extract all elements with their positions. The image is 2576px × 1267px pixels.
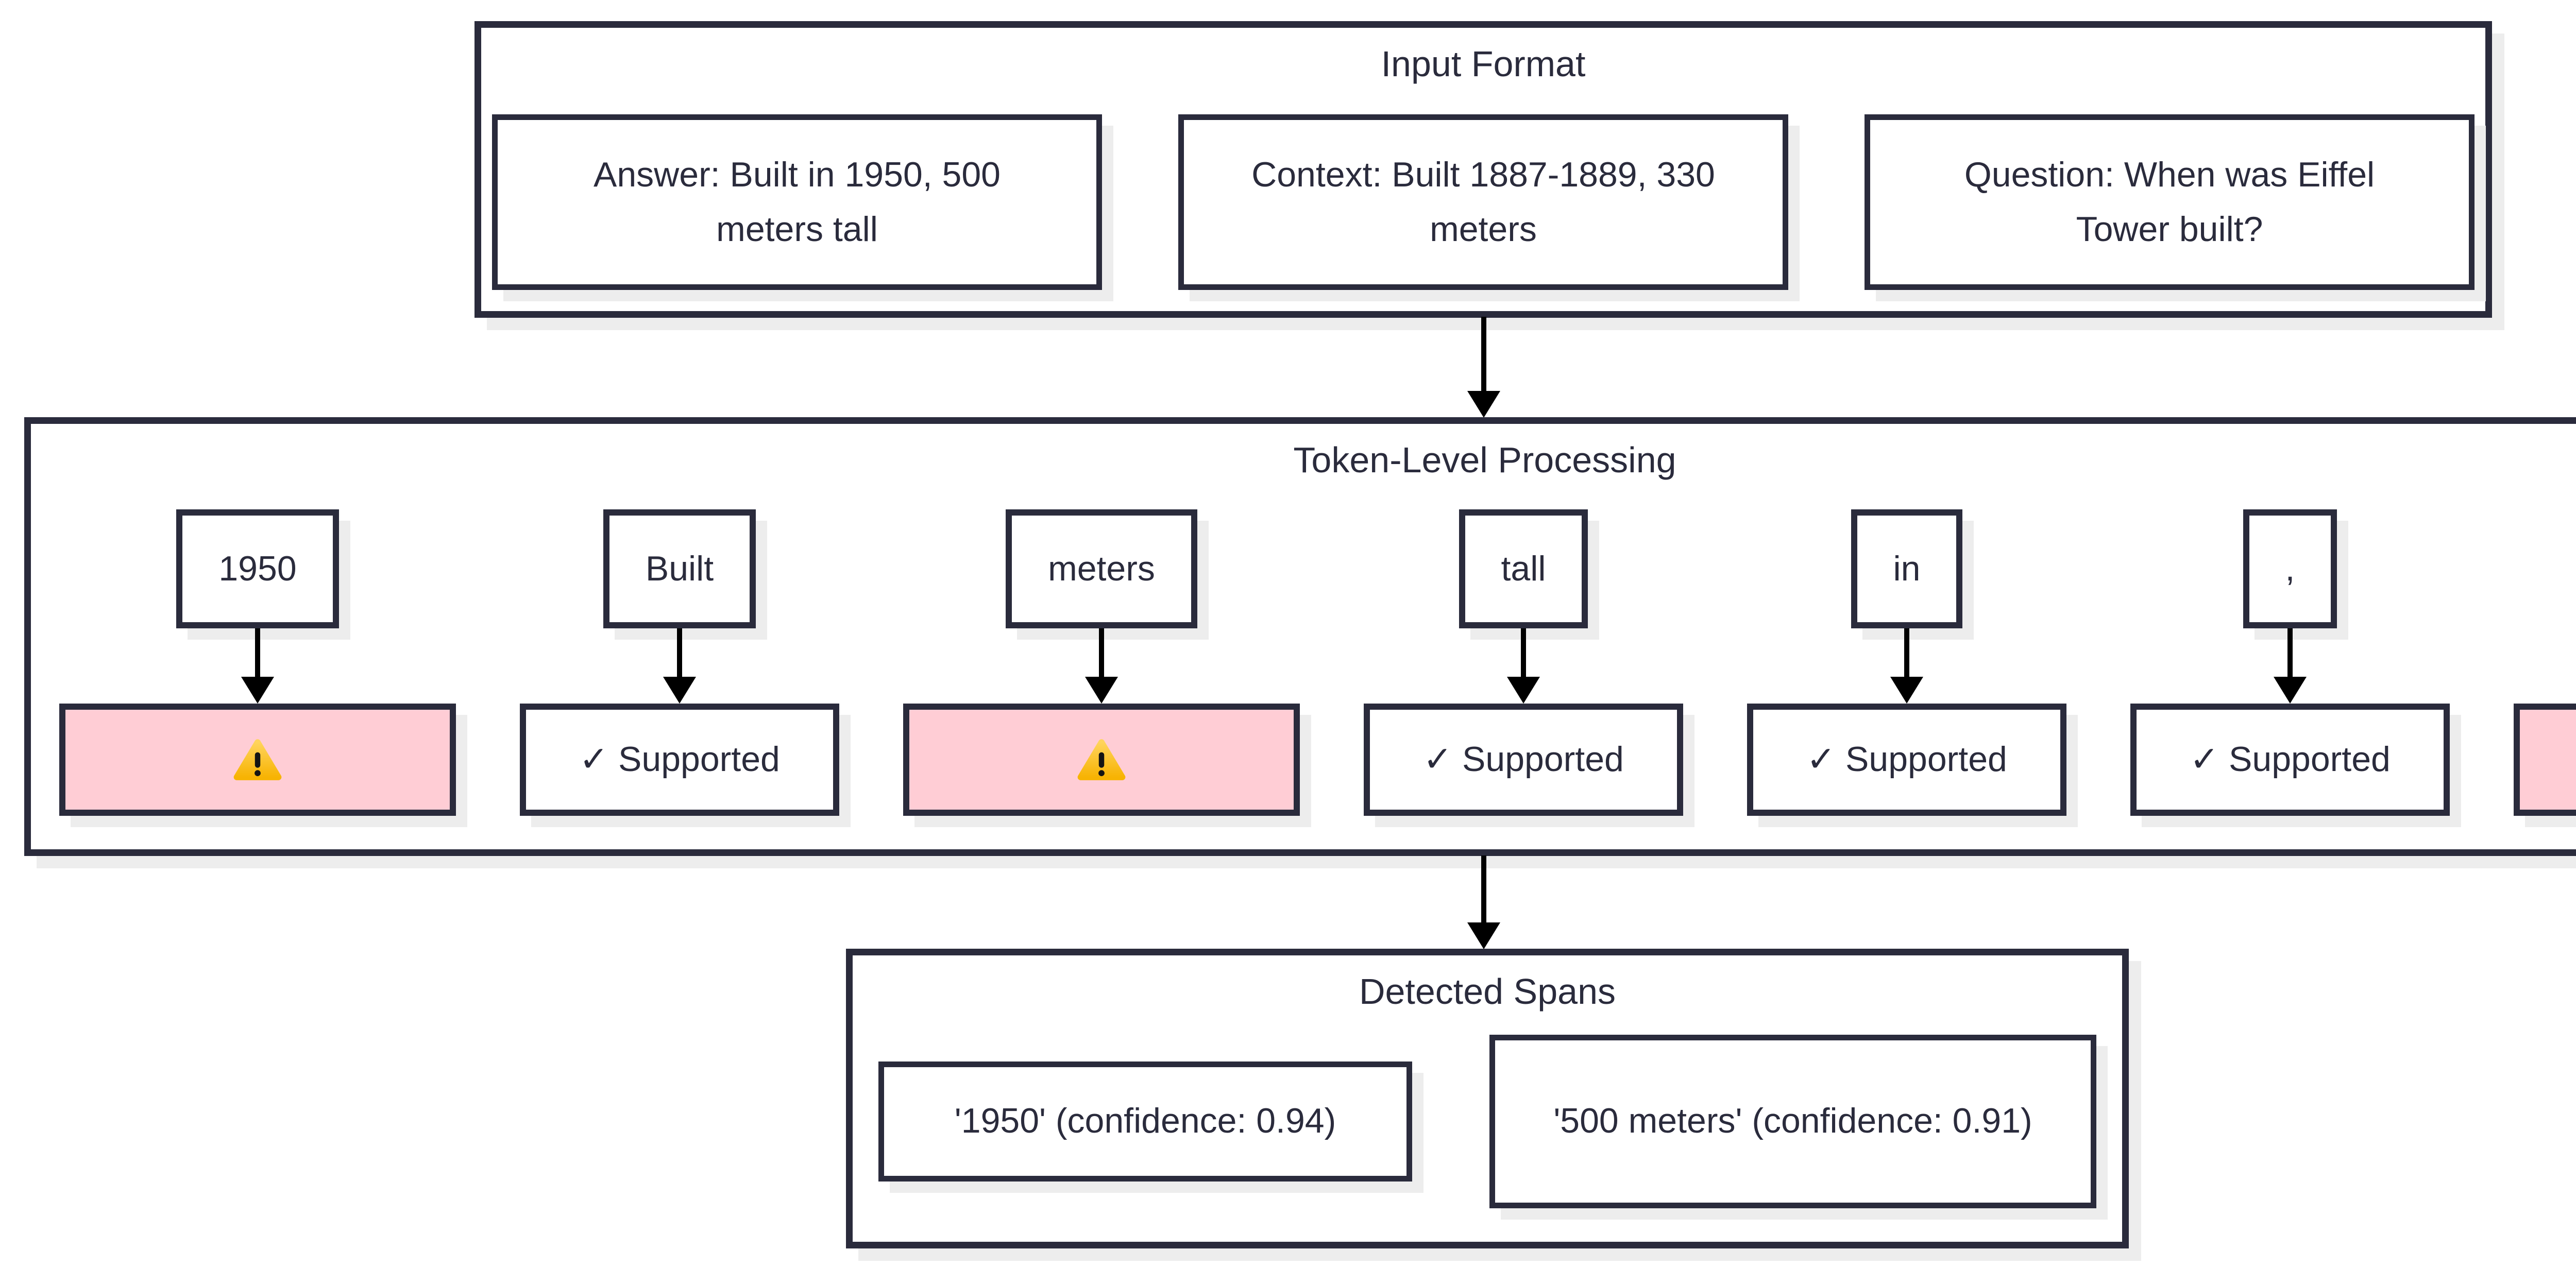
arrow-line: [1481, 855, 1486, 922]
arrow-down-icon: [2274, 677, 2307, 704]
supported-result-box: ✓ Supported: [520, 704, 839, 816]
token-column-1: 1950: [59, 509, 456, 816]
span-box: '1950' (confidence: 0.94): [878, 1061, 1412, 1182]
arrow-line: [677, 628, 682, 677]
token-column-4: tall ✓ Supported: [1364, 509, 1683, 816]
token-column-2: Built ✓ Supported: [520, 509, 839, 816]
context-box: Context: Built 1887-1889, 330 meters: [1178, 114, 1788, 290]
token-arrow: [1507, 628, 1540, 704]
arrow-line: [255, 628, 260, 677]
token-column-7: 500: [2514, 509, 2576, 816]
token-row: 1950 Built ✓ Supported meters tall ✓ Suppor…: [31, 509, 2576, 816]
token-column-6: , ✓ Supported: [2130, 509, 2450, 816]
token-box: in: [1851, 509, 1963, 628]
token-box: Built: [603, 509, 756, 628]
arrow-tokens-to-spans: [1467, 855, 1500, 949]
arrow-down-icon: [1467, 391, 1500, 418]
warning-icon: [1077, 739, 1126, 780]
token-box: tall: [1459, 509, 1588, 628]
warning-result-box: [903, 704, 1300, 816]
arrow-line: [1099, 628, 1104, 677]
arrow-down-icon: [1467, 922, 1500, 949]
arrow-line: [1521, 628, 1526, 677]
warning-icon: [233, 739, 282, 780]
arrow-down-icon: [663, 677, 696, 704]
arrow-input-to-tokens: [1467, 317, 1500, 418]
token-arrow: [2274, 628, 2307, 704]
question-box: Question: When was Eiffel Tower built?: [1865, 114, 2475, 290]
token-arrow: [1890, 628, 1923, 704]
token-box: 1950: [176, 509, 339, 628]
warning-result-box: [2514, 704, 2576, 816]
span-box: '500 meters' (confidence: 0.91): [1489, 1034, 2096, 1208]
detected-spans-title: Detected Spans: [1359, 971, 1616, 1012]
input-format-boxes: Answer: Built in 1950, 500 meters tall Co…: [481, 114, 2485, 290]
token-column-3: meters: [903, 509, 1300, 816]
arrow-down-icon: [1085, 677, 1118, 704]
input-format-title: Input Format: [1381, 44, 1586, 84]
arrow-down-icon: [241, 677, 274, 704]
arrow-line: [1904, 628, 1909, 677]
token-arrow: [1085, 628, 1118, 704]
token-arrow: [663, 628, 696, 704]
token-box: ,: [2243, 509, 2337, 628]
arrow-line: [2287, 628, 2293, 677]
detected-spans-section: Detected Spans '1950' (confidence: 0.94)…: [846, 949, 2129, 1248]
arrow-down-icon: [1890, 677, 1923, 704]
token-column-5: in ✓ Supported: [1747, 509, 2066, 816]
supported-result-box: ✓ Supported: [2130, 704, 2450, 816]
token-arrow: [241, 628, 274, 704]
warning-result-box: [59, 704, 456, 816]
input-format-section: Input Format Answer: Built in 1950, 500 …: [474, 21, 2492, 318]
supported-result-box: ✓ Supported: [1364, 704, 1683, 816]
token-box: meters: [1006, 509, 1197, 628]
arrow-line: [1481, 317, 1486, 391]
token-processing-section: Token-Level Processing 1950 Built ✓ Suppo…: [24, 417, 2576, 856]
arrow-down-icon: [1507, 677, 1540, 704]
token-processing-title: Token-Level Processing: [1293, 440, 1676, 480]
answer-box: Answer: Built in 1950, 500 meters tall: [492, 114, 1102, 290]
detected-spans-boxes: '1950' (confidence: 0.94) '500 meters' (c…: [853, 1015, 2122, 1227]
supported-result-box: ✓ Supported: [1747, 704, 2066, 816]
